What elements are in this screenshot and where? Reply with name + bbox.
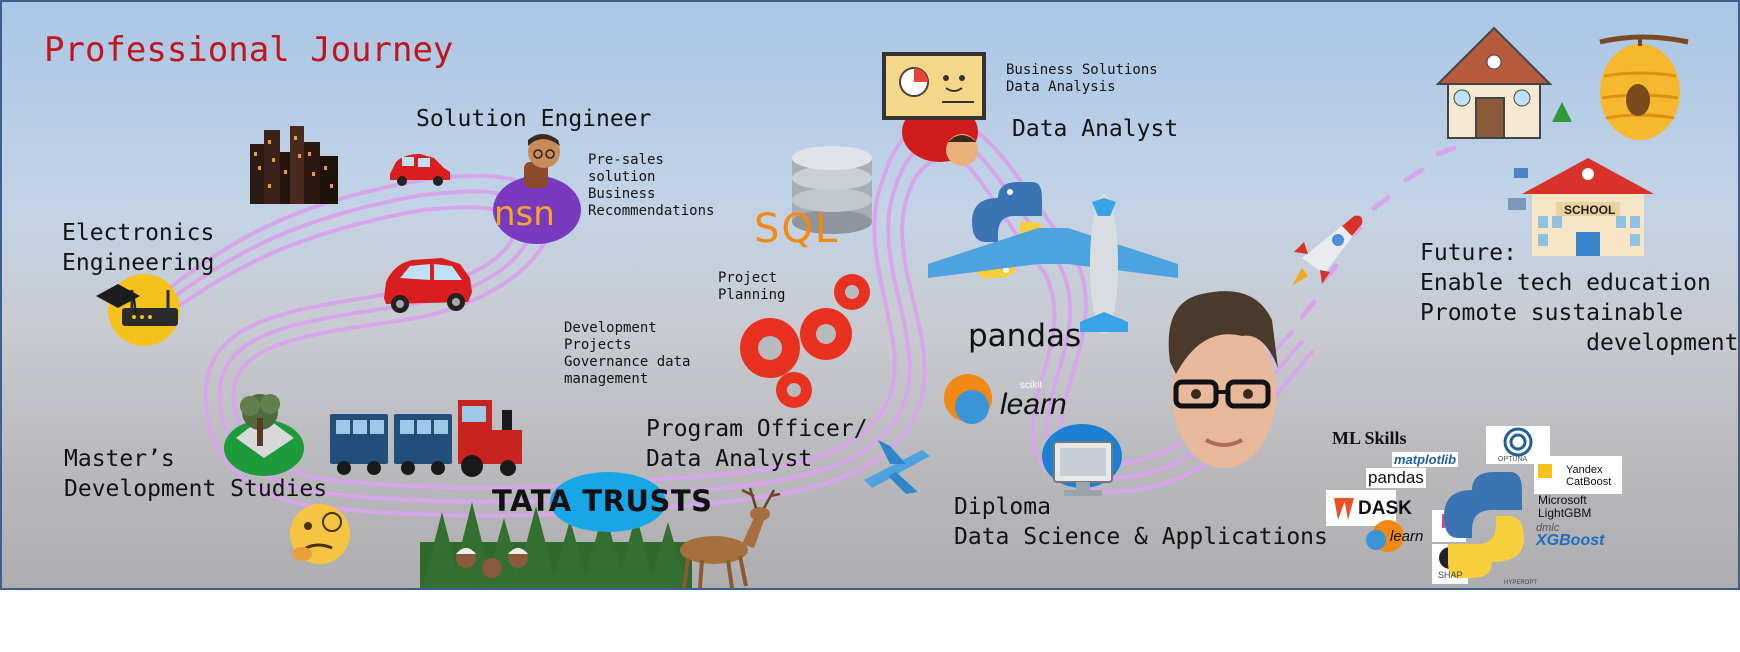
beehive-icon — [1599, 34, 1689, 140]
router-graduation-icon — [96, 274, 180, 346]
illustration-layer — [96, 26, 1689, 588]
dmlc-label: dmlc — [1536, 522, 1560, 534]
project-planning-note: Project Planning — [718, 270, 786, 303]
journey-infographic: Professional Journey Electronics Enginee… — [0, 0, 1740, 590]
tata-trusts-logo-text: TATA TRUSTS — [492, 484, 713, 518]
school-sign: SCHOOL — [1564, 203, 1616, 217]
development-notes: Development Projects Governance data man… — [564, 320, 691, 387]
optuna-label: OPTUNA — [1498, 456, 1528, 463]
person-avatar-icon — [493, 134, 581, 244]
deer-icon — [680, 487, 781, 588]
stage-future: Future: Enable tech education Promote su… — [1420, 240, 1739, 356]
stage-solution-engineer: Solution Engineer — [416, 106, 652, 132]
ml-skills-heading: ML Skills — [1332, 428, 1407, 448]
shap-label: SHAP — [1438, 570, 1463, 580]
memoji-avatar-icon — [1168, 291, 1278, 468]
forest-icon — [420, 502, 692, 588]
pandas-logo-text: pandas — [968, 318, 1082, 354]
airplane-icon — [928, 194, 1178, 334]
xgboost-label: XGBoost — [1536, 532, 1605, 549]
stage-electronics-engineering: Electronics Engineering — [62, 220, 215, 276]
lightgbm-label: Microsoft LightGBM — [1538, 493, 1592, 520]
train-icon — [330, 400, 522, 477]
car-icon — [384, 258, 472, 313]
dask-label: DASK — [1358, 498, 1412, 519]
school-icon — [1508, 158, 1654, 256]
data-analyst-notes: Business Solutions Data Analysis — [1006, 62, 1158, 95]
monitor-icon — [1042, 424, 1122, 496]
airplane-icon — [864, 440, 930, 494]
house-icon — [1435, 26, 1572, 139]
city-icon — [250, 126, 338, 204]
thinking-face-icon — [290, 504, 350, 564]
scikit-learn-logo-text: learn — [1000, 388, 1067, 421]
ml-skills-logos — [944, 374, 1622, 584]
database-icon — [792, 146, 872, 234]
learn-label: learn — [1390, 528, 1424, 545]
stage-data-analyst: Data Analyst — [1012, 116, 1179, 142]
nsn-logo-text: nsn — [494, 194, 555, 234]
car-icon — [390, 154, 450, 186]
matplotlib-label: matplotlib — [1392, 452, 1459, 467]
hyperopt-label: HYPEROPT — [1504, 580, 1538, 586]
gears-icon — [740, 274, 870, 408]
page-title: Professional Journey — [44, 30, 454, 70]
tree-badge-icon — [224, 394, 304, 476]
stage-masters-development-studies: Master’s Development Studies — [64, 446, 328, 502]
presentation-board-icon — [882, 52, 986, 166]
tata-trusts-badge — [550, 472, 666, 532]
sql-logo-text: SQL — [754, 206, 840, 252]
stage-diploma: Diploma Data Science & Applications — [954, 494, 1328, 550]
scikit-label: scikit — [1020, 380, 1043, 391]
rocket-icon — [1292, 215, 1363, 286]
stage-program-officer: Program Officer/ Data Analyst — [646, 416, 868, 472]
solution-engineer-notes: Pre-sales solution Business Recommendati… — [588, 152, 715, 219]
catboost-label: Yandex CatBoost — [1566, 464, 1612, 488]
pandas-label: pandas — [1366, 468, 1426, 488]
